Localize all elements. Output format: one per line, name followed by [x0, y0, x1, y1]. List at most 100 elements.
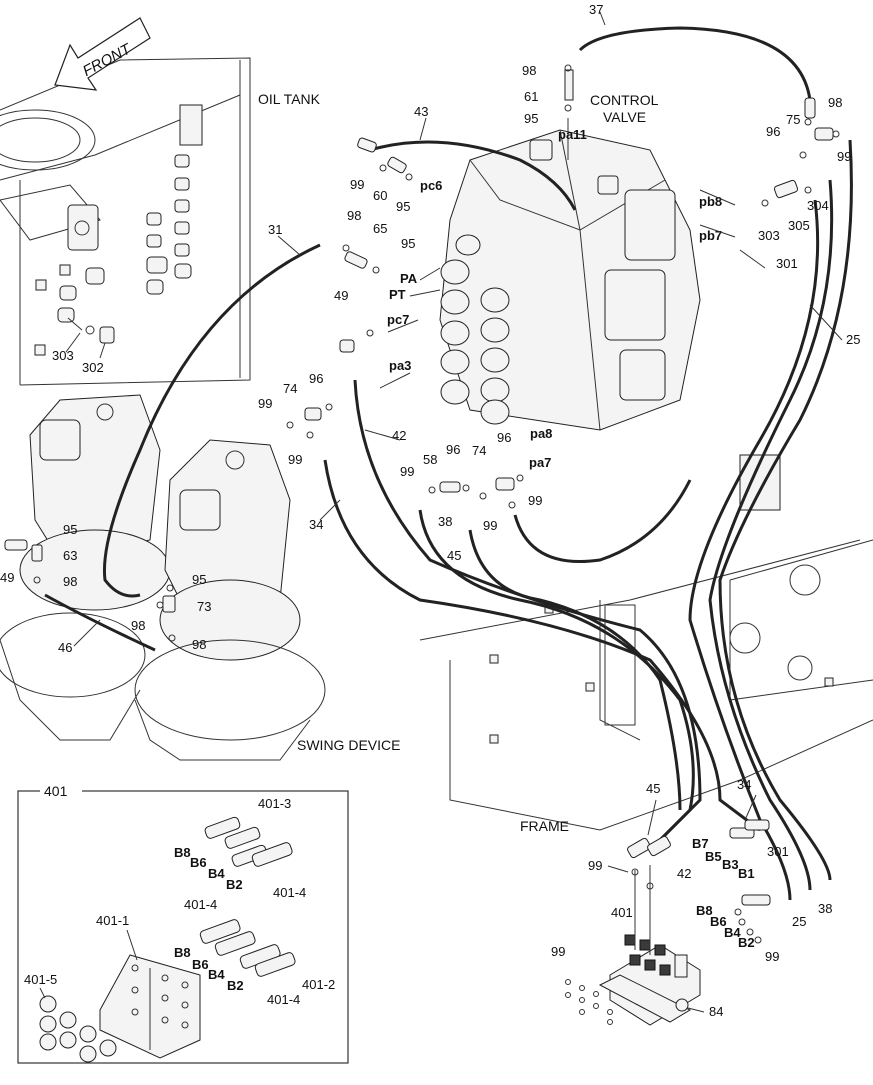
callout-65: 65 [373, 221, 387, 236]
inset-title: 401 [44, 783, 68, 799]
port-PA: PA [400, 271, 418, 286]
inset-part-401-1: 401-1 [96, 913, 129, 928]
callout-84: 84 [709, 1004, 723, 1019]
loose-caps [565, 979, 613, 1025]
callout-98: 98 [522, 63, 536, 78]
port-PT: PT [389, 287, 406, 302]
callout-95: 95 [524, 111, 538, 126]
port-pa11: pa11 [558, 127, 587, 142]
callout-60: 60 [373, 188, 387, 203]
tank-bolts [34, 154, 192, 356]
leader-lines [73, 11, 843, 1013]
inset-port-B2-bottom: B2 [227, 978, 244, 993]
inset-nuts [39, 995, 117, 1063]
callout-99: 99 [400, 464, 414, 479]
callout-45: 45 [646, 781, 660, 796]
inset-port-B8-bottom: B8 [174, 945, 191, 960]
callout-96: 96 [766, 124, 780, 139]
callout-99: 99 [258, 396, 272, 411]
inset-401: 401 [17, 782, 349, 1064]
inset-port-B4-top: B4 [208, 866, 225, 881]
callout-45: 45 [447, 548, 461, 563]
callout-99: 99 [588, 858, 602, 873]
inset-port-B8-top: B8 [174, 845, 191, 860]
callout-49: 49 [334, 288, 348, 303]
control-valve-label-2: VALVE [603, 109, 646, 125]
inset-part-401-4: 401-4 [267, 992, 300, 1007]
callout-98: 98 [63, 574, 77, 589]
callout-42: 42 [677, 866, 691, 881]
port-B2: B2 [738, 935, 755, 950]
inset-part-401-5: 401-5 [24, 972, 57, 987]
port-pb7: pb7 [699, 228, 722, 243]
swing-device-left [0, 394, 171, 741]
fittings [4, 64, 840, 642]
swing-device-label: SWING DEVICE [297, 737, 400, 753]
inset-part-401-4: 401-4 [273, 885, 306, 900]
callout-305: 305 [788, 218, 810, 233]
callout-99: 99 [483, 518, 497, 533]
callout-63: 63 [63, 548, 77, 563]
callout-301: 301 [767, 844, 789, 859]
callout-34: 34 [309, 517, 323, 532]
control-valve [439, 118, 701, 431]
callout-99: 99 [528, 493, 542, 508]
port-B4: B4 [724, 925, 741, 940]
callout-99: 99 [765, 949, 779, 964]
callout-49: 49 [0, 570, 14, 585]
callout-98: 98 [347, 208, 361, 223]
callout-37: 37 [589, 2, 603, 17]
callout-304: 304 [807, 198, 829, 213]
callout-302: 302 [82, 360, 104, 375]
inset-part-401-3: 401-3 [258, 796, 291, 811]
manifold-401 [565, 819, 771, 1026]
oil-tank [0, 57, 251, 386]
port-pa3: pa3 [389, 358, 411, 373]
callout-25: 25 [792, 914, 806, 929]
swing-device-right [134, 439, 326, 761]
front-arrow: FRONT [54, 17, 151, 91]
callout-98: 98 [828, 95, 842, 110]
callout-95: 95 [63, 522, 77, 537]
callout-96: 96 [309, 371, 323, 386]
callout-303: 303 [52, 348, 74, 363]
port-B8: B8 [696, 903, 713, 918]
callout-38: 38 [438, 514, 452, 529]
inset-part-401-4: 401-4 [184, 897, 217, 912]
callout-95: 95 [192, 572, 206, 587]
port-pc7: pc7 [387, 312, 409, 327]
callout-301: 301 [776, 256, 798, 271]
callout-99: 99 [288, 452, 302, 467]
hoses [44, 26, 853, 901]
inset-part-401-2: 401-2 [302, 977, 335, 992]
callouts: 37 98 61 95 pa11 43 98 75 96 99 99 60 95… [0, 2, 860, 1019]
callout-74: 74 [472, 443, 486, 458]
control-valve-label-1: CONTROL [590, 92, 659, 108]
inset-plate-holes [131, 964, 189, 1029]
callout-401: 401 [611, 905, 633, 920]
callout-99: 99 [551, 944, 565, 959]
callout-74: 74 [283, 381, 297, 396]
callout-58: 58 [423, 452, 437, 467]
port-B6: B6 [710, 914, 727, 929]
callout-25: 25 [846, 332, 860, 347]
callout-46: 46 [58, 640, 72, 655]
callout-98: 98 [192, 637, 206, 652]
port-B7: B7 [692, 836, 709, 851]
callout-99: 99 [837, 149, 851, 164]
frame-label: FRAME [520, 818, 569, 834]
port-B3: B3 [722, 857, 739, 872]
port-B5: B5 [705, 849, 722, 864]
callout-73: 73 [197, 599, 211, 614]
inset-adapters-top [204, 816, 293, 867]
callout-98: 98 [131, 618, 145, 633]
callout-95: 95 [396, 199, 410, 214]
port-pb8: pb8 [699, 194, 722, 209]
oil-tank-label: OIL TANK [258, 91, 321, 107]
inset-port-B2-top: B2 [226, 877, 243, 892]
callout-99: 99 [350, 177, 364, 192]
inset-adapters-bottom [199, 919, 296, 977]
port-pc6: pc6 [420, 178, 442, 193]
